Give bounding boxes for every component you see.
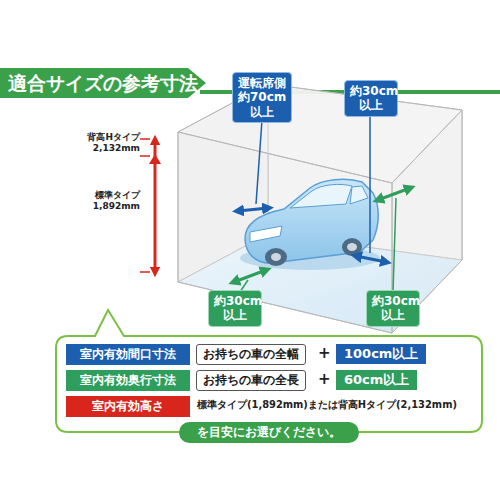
node-text: 室内有効奥行寸法: [72, 372, 184, 389]
node-text: 室内有効間口寸法: [72, 346, 184, 363]
height-label: 背高Hタイプ 2,132mm: [78, 132, 140, 155]
plus-sign: +: [318, 370, 331, 389]
added-value: 100cm以上: [336, 344, 426, 364]
height-label: 標準タイプ 1,892mm: [78, 190, 140, 213]
node-text: 約30cm 以上: [372, 294, 414, 323]
plus-sign: +: [318, 344, 331, 363]
height-tick: [140, 138, 150, 140]
callout-box: 約30cm 以上: [366, 290, 420, 327]
node-text: 約30cm 以上: [350, 84, 392, 113]
callout-box: 約30cm 以上: [344, 80, 398, 117]
title-text: 適合サイズの参考寸法: [8, 71, 198, 97]
car-size-box: お持ちの車の全長: [196, 370, 306, 391]
node-text: 約30cm 以上: [214, 294, 256, 323]
clearance-arrow: [238, 208, 268, 211]
row-label: 室内有効奥行寸法: [66, 370, 190, 391]
node-text: 室内有効高さ: [72, 398, 184, 415]
clearance-arrow: [356, 256, 386, 262]
leader-line: [393, 198, 396, 292]
footer-band: を目安にお選びください。: [179, 422, 359, 443]
clearance-arrow: [234, 270, 266, 282]
row-label: 室内有効間口寸法: [66, 344, 190, 365]
node-text: 60cm以上: [344, 371, 409, 389]
node-text: を目安にお選びください。: [197, 424, 341, 441]
callout-box: 運転席側 約70cm 以上: [232, 72, 292, 123]
node-text: 100cm以上: [344, 345, 418, 363]
info-panel: [56, 310, 482, 432]
row-label: 室内有効高さ: [66, 396, 190, 417]
leader-line: [369, 110, 371, 253]
node-text: お持ちの車の全長: [203, 372, 299, 389]
car-size-box: お持ちの車の全幅: [196, 344, 306, 365]
leader-line: [256, 120, 262, 204]
node-text: お持ちの車の全幅: [203, 346, 299, 363]
height-tick: [140, 271, 150, 273]
clearance-arrow: [378, 188, 410, 200]
callout-box: 約30cm 以上: [208, 290, 262, 327]
title-band: [0, 68, 206, 98]
height-note: 標準タイプ(1,892mm)または背高Hタイプ(2,132mm): [197, 399, 457, 411]
height-arrowhead: [149, 154, 161, 164]
node-text: 運転席側 約70cm 以上: [238, 76, 286, 119]
added-value: 60cm以上: [336, 370, 417, 390]
garage-box: [178, 84, 462, 333]
height-tick: [140, 155, 150, 157]
